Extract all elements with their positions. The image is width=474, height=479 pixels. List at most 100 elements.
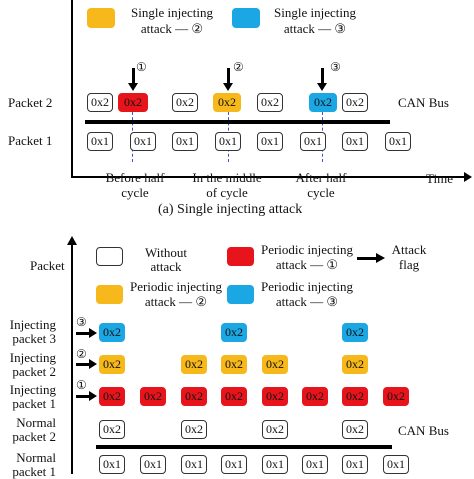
legend-periodic1-l2: attack — ①	[275, 257, 339, 272]
legend-periodic1-l1: Periodic injecting	[260, 242, 354, 257]
norm1-box: 0x1	[140, 455, 166, 474]
legend-blue-line2: attack — ③	[283, 21, 347, 36]
y-axis-label: Packet	[30, 258, 65, 273]
phase-after-l2: cycle	[307, 185, 335, 200]
norm1-box: 0x1	[221, 455, 247, 474]
legend-periodic3-l1: Periodic injecting	[260, 279, 354, 294]
phase-middle-l2: of cycle	[206, 185, 248, 200]
inj2-label-l1: Injecting	[9, 350, 56, 365]
inj1-box: 0x2	[99, 387, 125, 406]
inj1-box: 0x2	[262, 387, 288, 406]
inj3-box: 0x2	[99, 323, 125, 342]
packet2-label: Packet 2	[8, 95, 53, 110]
packet2-box-injected: 0x2	[213, 93, 241, 112]
top-x-arrow-icon	[464, 172, 472, 182]
norm1-label-l1: Normal	[16, 450, 56, 465]
packet2-box: 0x2	[257, 93, 283, 112]
inj2-box: 0x2	[262, 355, 288, 374]
row-arrowhead-3-icon	[89, 328, 97, 338]
norm1-box: 0x1	[302, 455, 328, 474]
inj3-label-l2: packet 3	[12, 331, 56, 346]
inj1-box: 0x2	[140, 387, 166, 406]
legend-yellow-line2: attack — ②	[140, 21, 204, 36]
can-bus-line	[85, 120, 390, 124]
norm2-box: 0x2	[181, 420, 207, 439]
marker-3: ③	[330, 60, 341, 74]
inj1-box: 0x2	[383, 387, 409, 406]
packet2-box: 0x2	[342, 93, 368, 112]
legend-periodic3-l2: attack — ③	[275, 294, 339, 309]
inj1-label-l1: Injecting	[9, 382, 56, 397]
attack-arrowhead-1-icon	[128, 83, 138, 91]
legend-periodic2-l2: attack — ②	[144, 294, 208, 309]
top-x-axis	[71, 176, 466, 178]
flag-arrow-icon	[357, 257, 379, 260]
inj1-box: 0x2	[302, 387, 328, 406]
inj1-box: 0x2	[181, 387, 207, 406]
norm2-label-l1: Normal	[16, 415, 56, 430]
phase-before-l1: Before half	[105, 170, 165, 185]
time-label: Time	[426, 171, 453, 186]
legend-periodic2-swatch	[96, 285, 123, 304]
attack-arrow-3-icon	[321, 68, 324, 84]
bottom-can-bus-line	[96, 445, 392, 449]
packet1-box: 0x1	[342, 132, 368, 151]
row-arrow-3-icon	[76, 332, 90, 335]
inj2-box: 0x2	[221, 355, 247, 374]
inj2-box: 0x2	[99, 355, 125, 374]
bottom-y-axis	[71, 244, 73, 474]
row-arrow-1-icon	[76, 395, 90, 398]
legend-yellow-line1: Single injecting	[131, 5, 213, 20]
row-marker-2: ②	[76, 347, 87, 361]
legend-without-l2: attack	[150, 259, 182, 274]
legend-periodic1-swatch	[227, 247, 254, 266]
norm1-box: 0x1	[262, 455, 288, 474]
caption-a: (a) Single injecting attack	[158, 202, 303, 217]
packet1-box: 0x1	[215, 132, 241, 151]
inj2-box: 0x2	[342, 355, 368, 374]
legend-periodic2-l1: Periodic injecting	[129, 279, 223, 294]
legend-flag-l1: Attack	[391, 242, 427, 257]
legend-without-l1: Without	[144, 245, 188, 260]
inj1-box: 0x2	[221, 387, 247, 406]
row-arrowhead-1-icon	[89, 391, 97, 401]
inj3-box: 0x2	[221, 323, 247, 342]
row-marker-3: ③	[76, 315, 87, 329]
legend-flag-l2: flag	[398, 257, 420, 272]
norm1-label-l2: packet 1	[12, 464, 56, 479]
norm2-box: 0x2	[262, 420, 288, 439]
packet1-label: Packet 1	[8, 133, 53, 148]
row-arrowhead-2-icon	[89, 359, 97, 369]
packet1-box: 0x1	[130, 132, 156, 151]
inj2-label-l2: packet 2	[12, 364, 56, 379]
legend-periodic3-swatch	[227, 285, 254, 304]
norm2-box: 0x2	[99, 420, 125, 439]
inj2-box: 0x2	[181, 355, 207, 374]
packet1-box: 0x1	[87, 132, 113, 151]
legend-without-swatch	[96, 247, 123, 266]
attack-arrowhead-3-icon	[317, 83, 327, 91]
row-arrow-2-icon	[76, 363, 90, 366]
norm1-box: 0x1	[383, 455, 409, 474]
legend-blue-swatch	[232, 8, 260, 28]
legend-blue-line1: Single injecting	[274, 5, 356, 20]
phase-middle-l1: In the middle	[192, 170, 262, 185]
marker-2: ②	[233, 60, 244, 74]
top-y-axis	[71, 0, 73, 178]
packet2-box: 0x2	[172, 93, 198, 112]
packet1-box: 0x1	[385, 132, 411, 151]
attack-arrow-1-icon	[132, 68, 135, 84]
legend-yellow-swatch	[87, 8, 115, 28]
phase-after-l1: After half	[295, 170, 347, 185]
packet2-box-injected: 0x2	[118, 93, 148, 112]
inj1-label-l2: packet 1	[12, 396, 56, 411]
norm1-box: 0x1	[342, 455, 368, 474]
inj3-box: 0x2	[342, 323, 368, 342]
inj3-label-l1: Injecting	[9, 317, 56, 332]
marker-1: ①	[136, 60, 147, 74]
packet2-box-injected: 0x2	[309, 93, 337, 112]
row-marker-1: ①	[76, 378, 87, 392]
packet2-box: 0x2	[87, 93, 113, 112]
attack-arrow-2-icon	[227, 68, 230, 84]
attack-arrowhead-2-icon	[223, 83, 233, 91]
